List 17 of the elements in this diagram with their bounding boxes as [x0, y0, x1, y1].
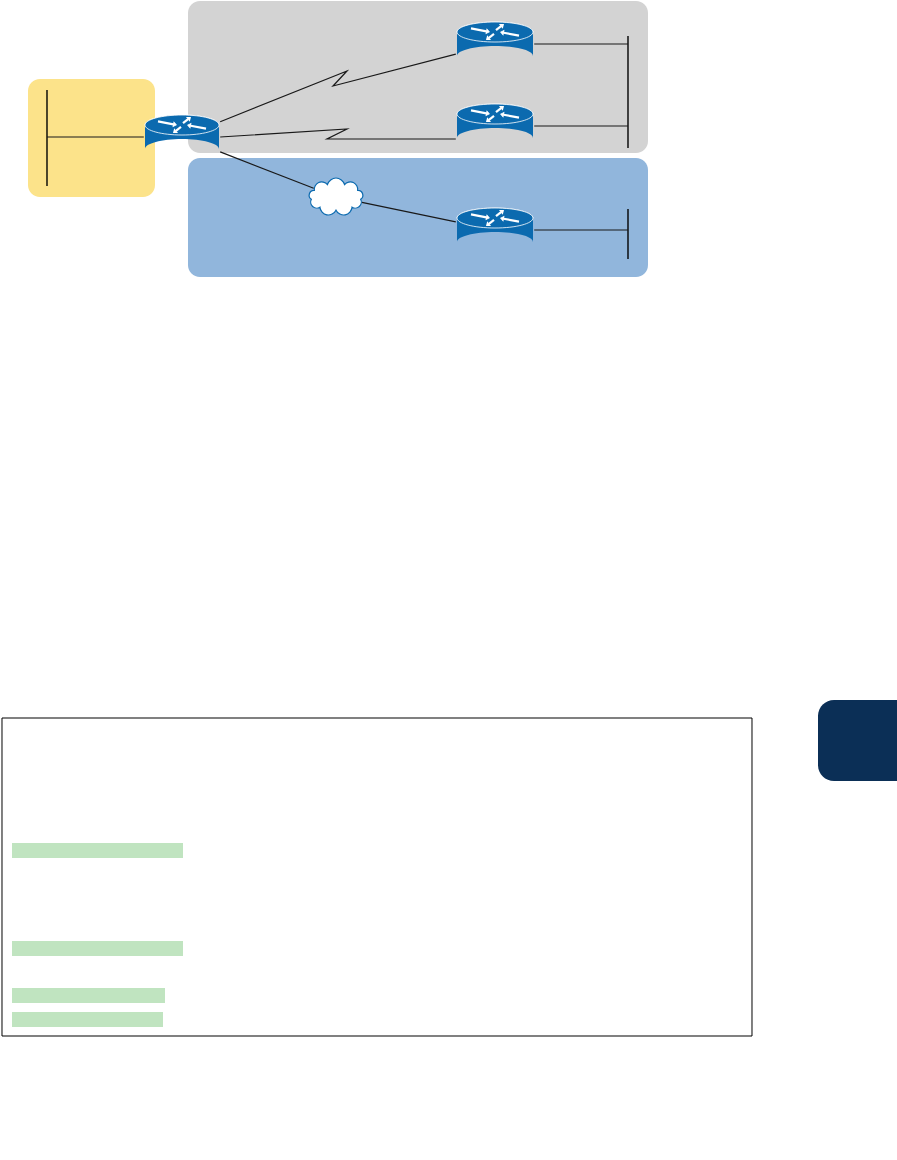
router-icon	[456, 103, 534, 138]
link-line	[533, 229, 629, 231]
cloud-icon	[308, 177, 364, 216]
router-icon	[456, 207, 534, 242]
link-line	[361, 201, 457, 223]
network-area	[188, 158, 648, 277]
network-area	[28, 79, 155, 197]
router-icon	[456, 21, 534, 56]
network-area	[188, 1, 648, 153]
link-line	[46, 136, 145, 138]
link-line	[533, 43, 629, 45]
chapter-tab	[818, 700, 897, 781]
link-line	[533, 125, 629, 127]
link-line	[219, 53, 457, 123]
link-line	[219, 128, 457, 140]
link-line	[219, 151, 315, 189]
router-icon	[144, 114, 220, 149]
